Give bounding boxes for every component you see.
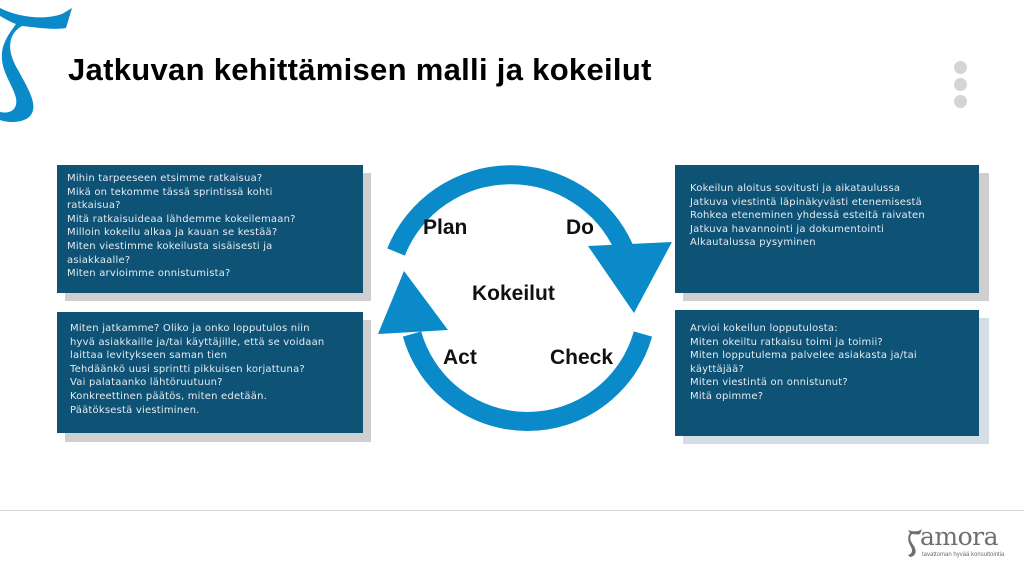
- box-line: Miten arvioimme onnistumista?: [67, 268, 231, 280]
- box-line: Miten okeiltu ratkaisu toimi ja toimii?: [690, 336, 883, 348]
- menu-dot-icon[interactable]: [954, 61, 967, 74]
- box-line: Päätöksestä viestiminen.: [70, 404, 200, 416]
- logo-mark-icon: [908, 529, 922, 557]
- check-box: Arvioi kokeilun lopputulosta: Miten okei…: [675, 310, 979, 436]
- do-box: Kokeilun aloitus sovitusti ja aikataulus…: [675, 165, 979, 293]
- box-line: Milloin kokeilu alkaa ja kauan se kestää…: [67, 227, 278, 239]
- box-line: Miten viestimme kokeilusta sisäisesti ja: [67, 240, 273, 252]
- box-line: Konkreettinen päätös, miten edetään.: [70, 390, 267, 402]
- menu-dot-icon[interactable]: [954, 78, 967, 91]
- box-line: Jatkuva havannointi ja dokumentointi: [690, 223, 885, 235]
- box-line: Vai palataanko lähtöruutuun?: [70, 377, 223, 389]
- box-line: Mihin tarpeeseen etsimme ratkaisua?: [67, 173, 263, 184]
- footer-divider: [0, 510, 1024, 511]
- menu-dot-icon[interactable]: [954, 95, 967, 108]
- act-box: Miten jatkamme? Oliko ja onko lopputulos…: [57, 312, 363, 433]
- brand-mark-icon: [0, 8, 72, 122]
- plan-box: Mihin tarpeeseen etsimme ratkaisua? Mikä…: [57, 165, 363, 293]
- box-line: Rohkea eteneminen yhdessä esteitä raivat…: [690, 210, 925, 222]
- bottom-arrow-icon: [378, 271, 653, 431]
- box-line: Kokeilun aloitus sovitusti ja aikataulus…: [690, 183, 901, 194]
- box-line: Tehdäänkö uusi sprintti pikkuisen korjat…: [70, 363, 305, 375]
- box-line: Miten viestintä on onnistunut?: [690, 377, 848, 389]
- box-line: Miten lopputulema palvelee asiakasta ja/…: [690, 350, 917, 362]
- box-line: hyvä asiakkaille ja/tai käyttäjille, ett…: [70, 336, 325, 348]
- box-line: Alkautalussa pysyminen: [690, 237, 816, 249]
- box-line: Mitä opimme?: [690, 390, 764, 402]
- page-title: Jatkuvan kehittämisen malli ja kokeilut: [68, 52, 652, 87]
- box-line: Jatkuva viestintä läpinäkyvästi etenemis…: [690, 196, 923, 208]
- box-line: asiakkaalle?: [67, 254, 131, 266]
- box-line: Miten jatkamme? Oliko ja onko lopputulos…: [70, 323, 310, 334]
- logo-tagline: tavattoman hyvää konsultointia: [922, 552, 1005, 558]
- box-line: käyttäjää?: [690, 363, 744, 375]
- do-label: Do: [566, 216, 594, 239]
- box-line: ratkaisua?: [67, 200, 121, 212]
- box-line: laittaa levitykseen saman tien: [70, 350, 228, 362]
- box-line: Arvioi kokeilun lopputulosta:: [690, 323, 838, 334]
- box-line: Mitä ratkaisuideaa lähdemme kokeilemaan?: [67, 213, 296, 225]
- top-arrow-icon: [387, 165, 672, 313]
- box-line: Mikä on tekomme tässä sprintissä kohti: [67, 186, 273, 198]
- plan-label: Plan: [423, 216, 468, 239]
- check-label: Check: [550, 346, 614, 369]
- act-label: Act: [443, 346, 477, 369]
- center-label: Kokeilut: [472, 282, 555, 305]
- logo-word: amora: [920, 522, 999, 551]
